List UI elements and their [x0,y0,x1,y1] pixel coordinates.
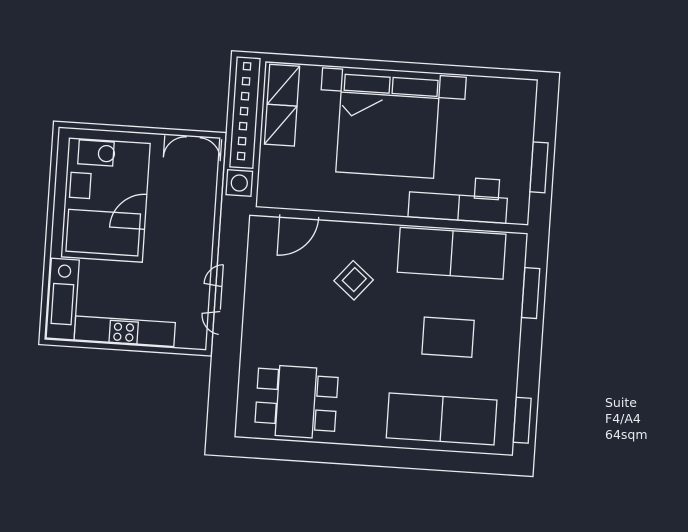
window-living-2 [512,396,532,444]
shaft-column [229,56,261,170]
washing-machine-drum-icon [230,174,248,192]
left-wing-inner-wall [44,126,221,351]
window-living-1 [520,266,541,320]
dining-table [274,364,318,439]
stove [108,319,140,345]
dining-chairs [254,367,339,433]
suite-label: Suite F4/A4 64sqm [605,395,648,443]
armchair [332,259,375,302]
window-bedroom [529,141,549,194]
suite-unit: F4/A4 [605,411,641,426]
sofa-bottom [385,392,498,446]
wardrobe [263,63,301,147]
ventilation-shaft-icons [236,61,252,161]
toilet-icon [97,144,116,163]
entry-door [162,135,223,162]
left-wing-outer-wall [37,120,227,357]
suite-area: 64sqm [605,427,648,442]
suite-name: Suite [605,395,637,410]
hallway-door [201,263,224,336]
bedroom-door [276,214,320,256]
coffee-table [421,316,475,358]
desk-chair [473,177,501,201]
bed [320,67,467,180]
main-outer-wall [204,50,561,478]
bathtub [65,208,142,257]
bathroom [60,137,151,263]
bathroom-door [108,193,147,230]
bathroom-sink [68,171,92,200]
kitchen-counter [45,257,81,341]
living-room [234,214,528,456]
desk [407,191,509,224]
kitchen-sink [50,282,75,326]
plant-icon [57,264,72,278]
washing-machine [225,169,254,197]
sofa-top [396,226,507,280]
